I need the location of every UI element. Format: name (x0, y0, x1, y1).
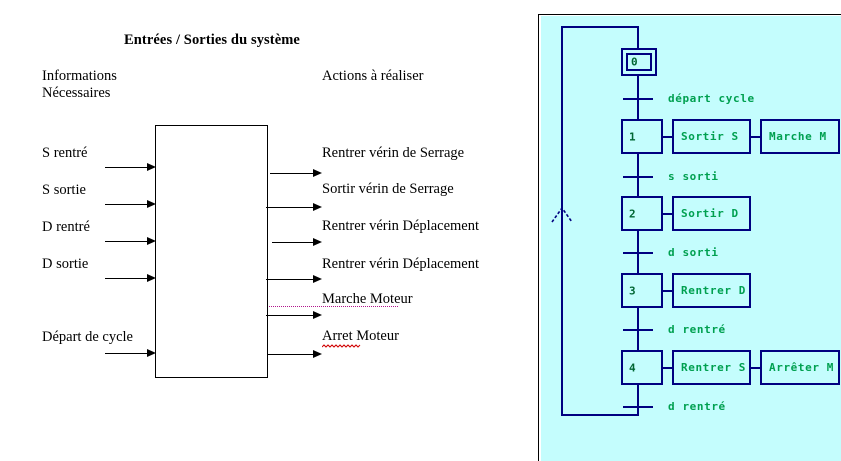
step-number: 2 (629, 207, 636, 220)
output-arrow-5 (266, 311, 322, 320)
transition-bar-1 (623, 98, 653, 100)
system-block (155, 125, 268, 378)
transition-bar-3 (623, 252, 653, 254)
grafcet-action-marche-m[interactable]: Marche M (760, 119, 840, 154)
transition-label-d-rentre-2: d rentré (668, 400, 726, 413)
inputs-heading: Informations Nécessaires (42, 68, 117, 102)
output-arrow-2 (266, 203, 322, 212)
block-diagram-panel: Entrées / Sorties du système Information… (42, 32, 480, 378)
input-label-d-rentre: D rentré (42, 219, 90, 235)
inputs-heading-line1: Informations (42, 68, 117, 84)
input-label-d-sortie: D sortie (42, 256, 89, 272)
transition-label-d-rentre-1: d rentré (668, 323, 726, 336)
output-label-arret-moteur: Arret Moteur (322, 328, 399, 344)
step-number: 4 (629, 361, 636, 374)
return-loop-bottom (561, 414, 639, 416)
spellcheck-wavy-underline-arret (322, 344, 361, 348)
transition-label-d-sorti: d sorti (668, 246, 719, 259)
grafcet-step-0[interactable]: 0 (621, 48, 657, 76)
input-arrow-1 (105, 163, 156, 172)
step-number: 1 (629, 130, 636, 143)
grafcet-outer-frame (538, 14, 841, 461)
page-title: Entrées / Sorties du système (124, 32, 300, 48)
output-arrow-3 (272, 238, 322, 247)
step2-action-link-1 (663, 213, 673, 215)
step3-action-link-1 (663, 290, 673, 292)
output-arrow-4 (266, 275, 322, 284)
grafcet-action-sortir-d[interactable]: Sortir D (672, 196, 751, 231)
output-label-sortir-verin-serrage: Sortir vérin de Serrage (322, 181, 454, 197)
step-number: 0 (631, 55, 638, 69)
transition-bar-5 (623, 406, 653, 408)
outputs-heading: Actions à réaliser (322, 68, 424, 84)
input-label-s-rentre: S rentré (42, 145, 88, 161)
transition-bar-4 (623, 329, 653, 331)
input-arrow-2 (105, 200, 156, 209)
input-arrow-3 (105, 237, 156, 246)
inputs-heading-line2: Nécessaires (42, 85, 111, 101)
transition-label-s-sorti: s sorti (668, 170, 719, 183)
output-label-rentrer-verin-deplacement-1: Rentrer vérin Déplacement (322, 218, 480, 234)
grafcet-action-rentrer-d[interactable]: Rentrer D (672, 273, 751, 308)
grafcet-action-rentrer-s[interactable]: Rentrer S (672, 350, 751, 385)
return-loop-left (561, 26, 563, 416)
spellcheck-dotted-underline-marche-moteur (269, 306, 398, 307)
return-loop-top (561, 26, 639, 28)
input-arrow-5 (105, 349, 156, 358)
input-label-s-sortie: S sortie (42, 182, 86, 198)
grafcet-step-4[interactable]: 4 (621, 350, 663, 385)
output-label-marche-moteur: Marche Moteur (322, 291, 413, 307)
step-number: 3 (629, 284, 636, 297)
transition-label-depart-cycle: départ cycle (668, 92, 755, 105)
step4-action-link-1 (663, 367, 673, 369)
output-label-rentrer-verin-deplacement-2: Rentrer vérin Déplacement (322, 256, 480, 272)
return-loop-arrowhead (549, 201, 575, 228)
grafcet-action-sortir-s[interactable]: Sortir S (672, 119, 751, 154)
grafcet-step-1[interactable]: 1 (621, 119, 663, 154)
grafcet-action-arreter-m[interactable]: Arrêter M (760, 350, 840, 385)
grafcet-step-2[interactable]: 2 (621, 196, 663, 231)
input-arrow-4 (105, 274, 156, 283)
input-label-depart-de-cycle: Départ de cycle (42, 329, 133, 345)
grafcet-diagram-panel: 0 départ cycle 1 Sortir S Marche M s sor… (541, 16, 841, 461)
output-arrow-1 (270, 169, 322, 178)
output-arrow-6 (268, 350, 322, 359)
step1-action-link-2 (751, 136, 761, 138)
output-label-rentrer-verin-serrage-1: Rentrer vérin de Serrage (322, 145, 465, 161)
step1-action-link-1 (663, 136, 673, 138)
transition-bar-2 (623, 176, 653, 178)
step4-action-link-2 (751, 367, 761, 369)
initial-step-inner-border (626, 53, 652, 71)
grafcet-step-3[interactable]: 3 (621, 273, 663, 308)
